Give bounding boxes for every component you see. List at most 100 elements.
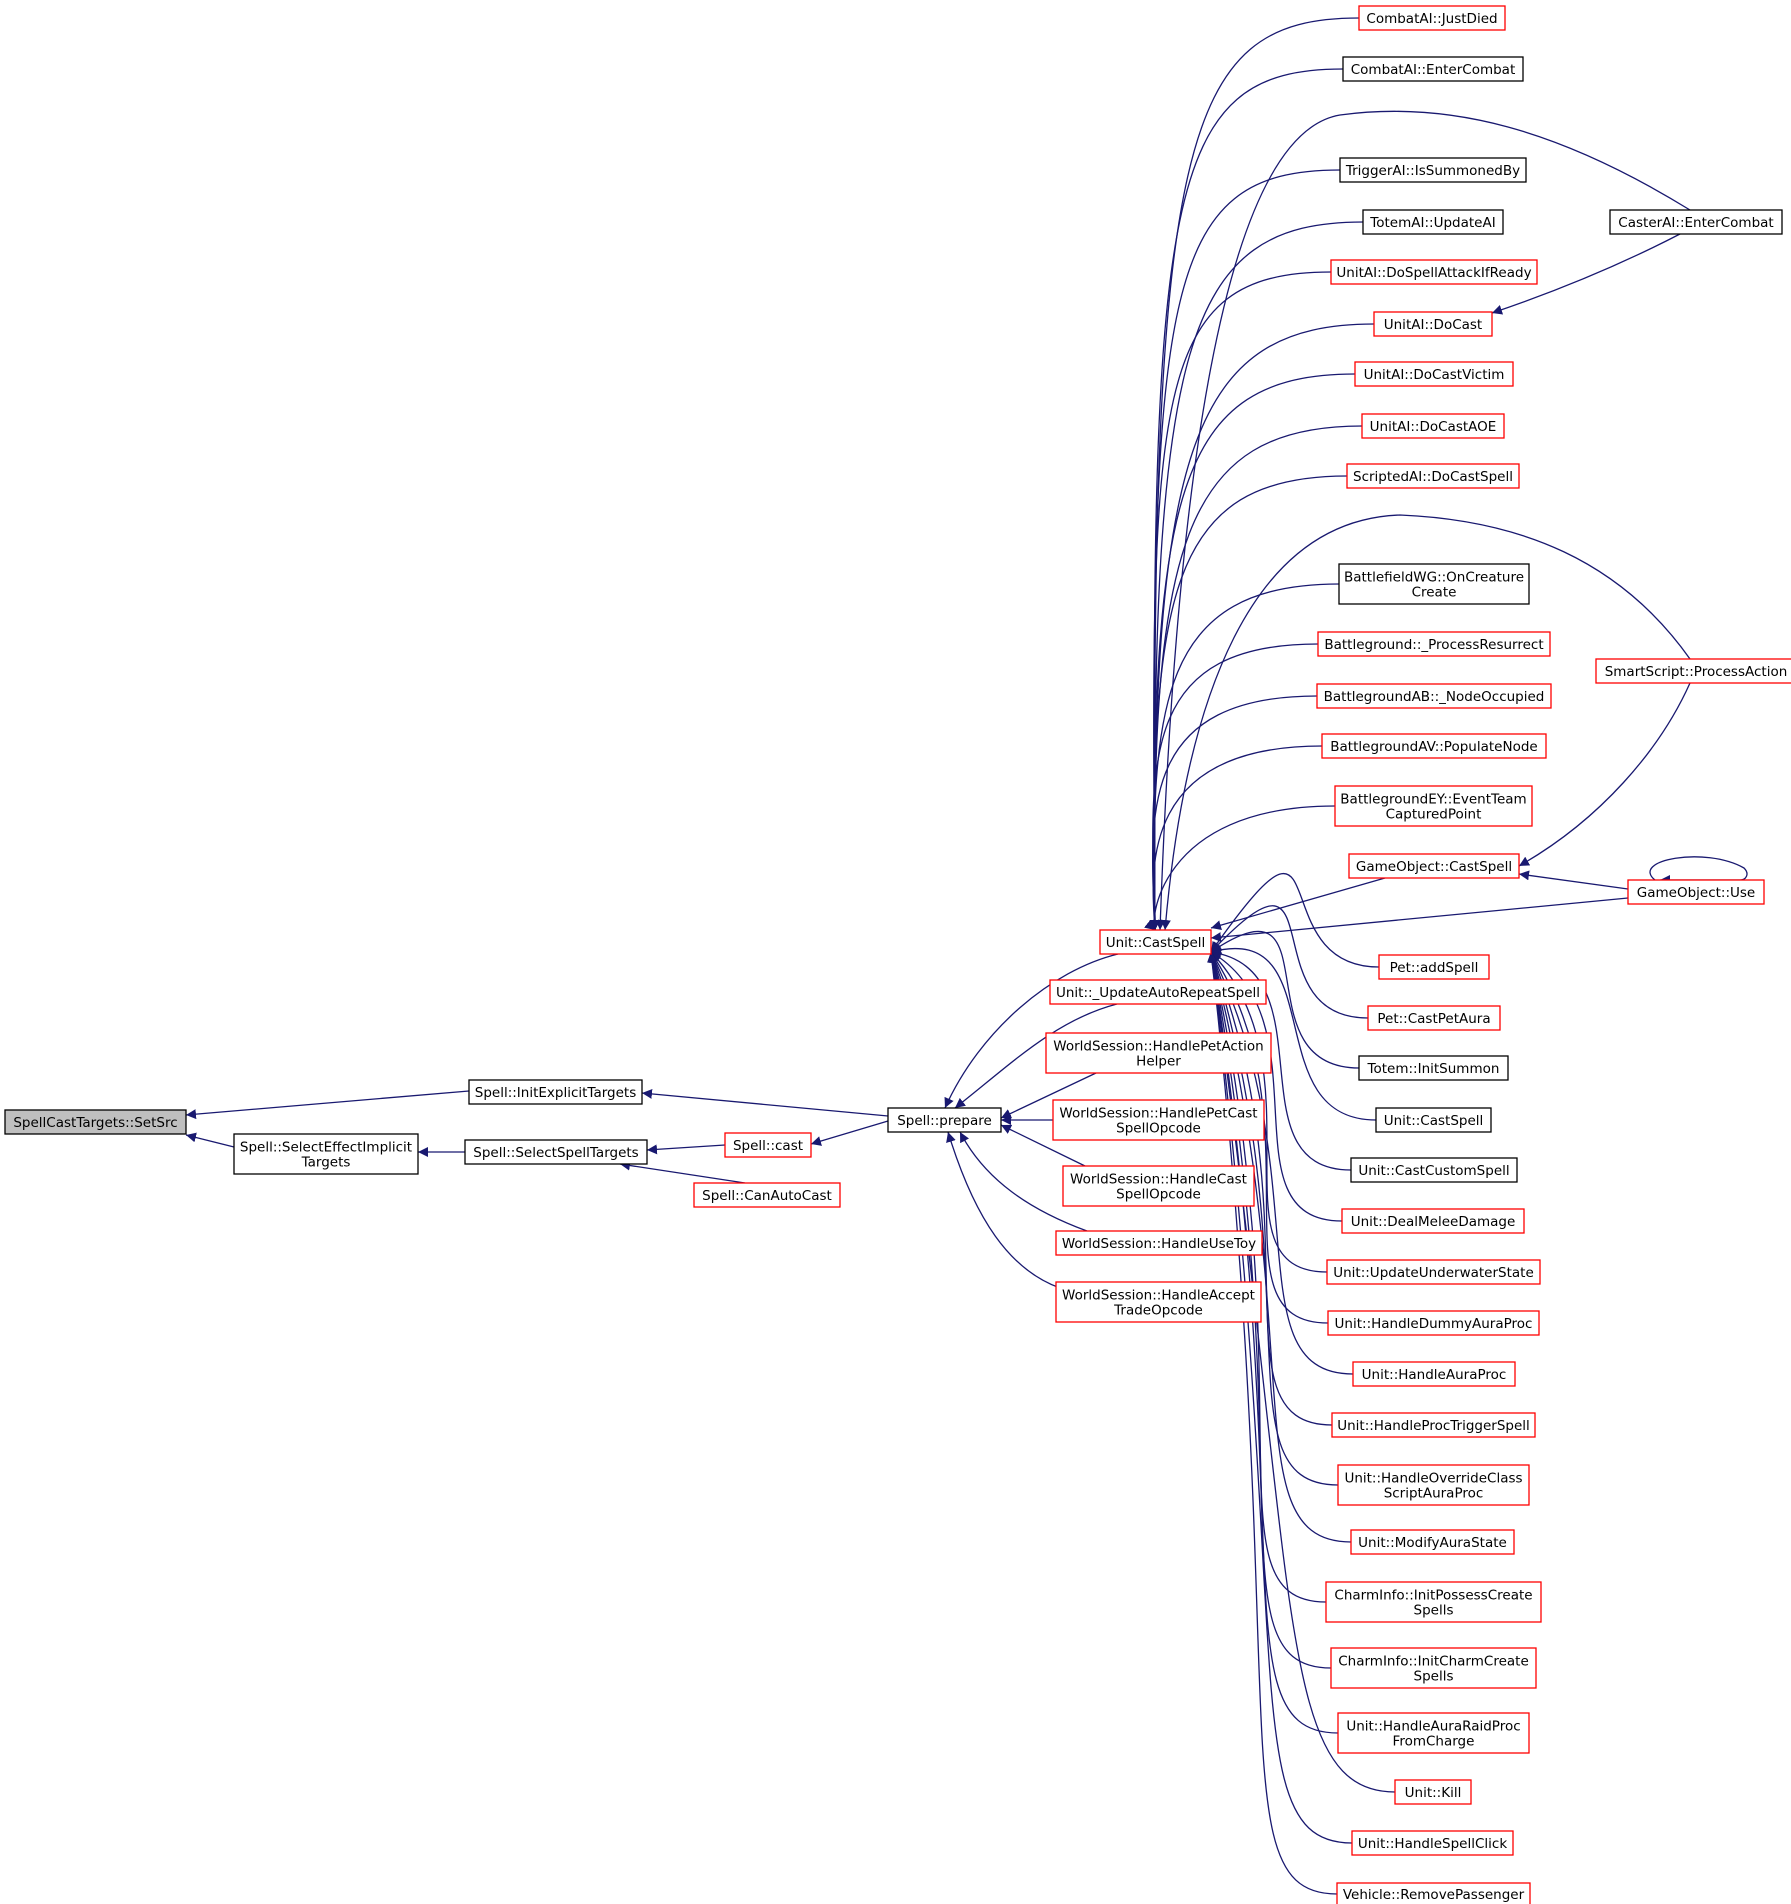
node-docastaoe[interactable]: UnitAI::DoCastAOE	[1361, 413, 1505, 439]
node-box[interactable]	[1352, 1361, 1516, 1387]
node-box[interactable]	[1375, 1107, 1492, 1133]
node-box[interactable]	[1342, 56, 1524, 82]
node-box[interactable]	[1321, 733, 1547, 759]
node-box[interactable]	[1362, 209, 1504, 235]
node-box[interactable]	[1361, 413, 1505, 439]
node-box[interactable]	[1045, 1032, 1272, 1074]
node-box[interactable]	[1350, 1529, 1515, 1555]
node-selectspell[interactable]: Spell::SelectSpellTargets	[464, 1139, 648, 1165]
node-box[interactable]	[4, 1109, 187, 1135]
node-box[interactable]	[1354, 361, 1514, 387]
node-box[interactable]	[1394, 1779, 1472, 1805]
node-populatenode[interactable]: BattlegroundAV::PopulateNode	[1321, 733, 1547, 759]
node-totemupdate[interactable]: TotemAI::UpdateAI	[1362, 209, 1504, 235]
node-prepare[interactable]: Spell::prepare	[887, 1107, 1002, 1133]
node-box[interactable]	[724, 1132, 812, 1158]
node-box[interactable]	[1055, 1230, 1263, 1256]
node-initexplicit[interactable]: Spell::InitExplicitTargets	[468, 1079, 643, 1105]
node-proctrigger[interactable]: Unit::HandleProcTriggerSpell	[1331, 1412, 1536, 1438]
node-dealmelee[interactable]: Unit::DealMeleeDamage	[1341, 1208, 1525, 1234]
node-nodeoccupied[interactable]: BattlegroundAB::_NodeOccupied	[1316, 683, 1552, 709]
node-processaction[interactable]: SmartScript::ProcessAction	[1595, 658, 1791, 684]
node-box[interactable]	[1326, 1259, 1541, 1285]
node-box[interactable]	[1317, 631, 1551, 657]
node-box[interactable]	[1330, 1647, 1537, 1689]
node-box[interactable]	[1330, 259, 1538, 285]
node-removepass[interactable]: Vehicle::RemovePassenger	[1336, 1882, 1531, 1904]
node-box[interactable]	[1336, 1882, 1531, 1904]
node-box[interactable]	[464, 1139, 648, 1165]
node-box[interactable]	[1378, 954, 1490, 980]
node-underwater[interactable]: Unit::UpdateUnderwaterState	[1326, 1259, 1541, 1285]
node-box[interactable]	[1334, 785, 1533, 827]
node-box[interactable]	[1062, 1165, 1255, 1207]
node-addspell[interactable]: Pet::addSpell	[1378, 954, 1490, 980]
node-box[interactable]	[1331, 1412, 1536, 1438]
node-initsummon[interactable]: Totem::InitSummon	[1358, 1055, 1509, 1081]
node-updateauto[interactable]: Unit::_UpdateAutoRepeatSpell	[1049, 979, 1267, 1005]
node-modifyaura[interactable]: Unit::ModifyAuraState	[1350, 1529, 1515, 1555]
node-casterenter[interactable]: CasterAI::EnterCombat	[1609, 209, 1783, 235]
node-box[interactable]	[693, 1182, 841, 1208]
node-canautocast[interactable]: Spell::CanAutoCast	[693, 1182, 841, 1208]
node-box[interactable]	[1339, 157, 1527, 183]
node-box[interactable]	[1595, 658, 1791, 684]
node-kill[interactable]: Unit::Kill	[1394, 1779, 1472, 1805]
node-box[interactable]	[887, 1107, 1002, 1133]
node-box[interactable]	[1099, 929, 1212, 955]
node-box[interactable]	[1358, 1055, 1509, 1081]
node-box[interactable]	[1341, 1208, 1525, 1234]
node-box[interactable]	[1351, 1830, 1514, 1856]
node-box[interactable]	[1609, 209, 1783, 235]
node-box[interactable]	[1316, 683, 1552, 709]
node-box[interactable]	[1373, 311, 1493, 337]
node-box[interactable]	[233, 1133, 419, 1175]
node-entercombat[interactable]: CombatAI::EnterCombat	[1342, 56, 1524, 82]
node-cast[interactable]: Spell::cast	[724, 1132, 812, 1158]
node-box[interactable]	[1049, 979, 1267, 1005]
node-summonedby[interactable]: TriggerAI::IsSummonedBy	[1339, 157, 1527, 183]
node-castcustom[interactable]: Unit::CastCustomSpell	[1350, 1157, 1518, 1183]
node-processres[interactable]: Battleground::_ProcessResurrect	[1317, 631, 1551, 657]
node-box[interactable]	[1327, 1310, 1540, 1336]
node-docast[interactable]: UnitAI::DoCast	[1373, 311, 1493, 337]
node-box[interactable]	[1055, 1281, 1262, 1323]
node-husetoy[interactable]: WorldSession::HandleUseToy	[1055, 1230, 1263, 1256]
node-box[interactable]	[1348, 853, 1520, 879]
node-box[interactable]	[1367, 1005, 1501, 1031]
node-scripteddocast[interactable]: ScriptedAI::DoCastSpell	[1346, 463, 1520, 489]
node-box[interactable]	[1338, 563, 1530, 605]
node-box[interactable]	[1358, 5, 1506, 31]
node-justdied[interactable]: CombatAI::JustDied	[1358, 5, 1506, 31]
node-spellclick[interactable]: Unit::HandleSpellClick	[1351, 1830, 1514, 1856]
node-unitcastspell[interactable]: Unit::CastSpell	[1099, 929, 1212, 955]
node-box[interactable]	[1627, 879, 1765, 905]
node-unitcastspell2[interactable]: Unit::CastSpell	[1375, 1107, 1492, 1133]
node-box[interactable]	[1325, 1581, 1542, 1623]
node-gocastspell[interactable]: GameObject::CastSpell	[1348, 853, 1520, 879]
node-setsrc[interactable]: SpellCastTargets::SetSrc	[4, 1109, 187, 1135]
node-box[interactable]	[1346, 463, 1520, 489]
node-docastvictim[interactable]: UnitAI::DoCastVictim	[1354, 361, 1514, 387]
node-auraproc[interactable]: Unit::HandleAuraProc	[1352, 1361, 1516, 1387]
node-castpetaura[interactable]: Pet::CastPetAura	[1367, 1005, 1501, 1031]
node-box[interactable]	[1350, 1157, 1518, 1183]
node-dummyaura[interactable]: Unit::HandleDummyAuraProc	[1327, 1310, 1540, 1336]
node-dospellattack[interactable]: UnitAI::DoSpellAttackIfReady	[1330, 259, 1538, 285]
node-box[interactable]	[1337, 1712, 1530, 1754]
node-box[interactable]	[1052, 1099, 1265, 1141]
node-box[interactable]	[1337, 1464, 1530, 1506]
node-box[interactable]	[468, 1079, 643, 1105]
node-gouse[interactable]: GameObject::Use	[1627, 879, 1765, 905]
